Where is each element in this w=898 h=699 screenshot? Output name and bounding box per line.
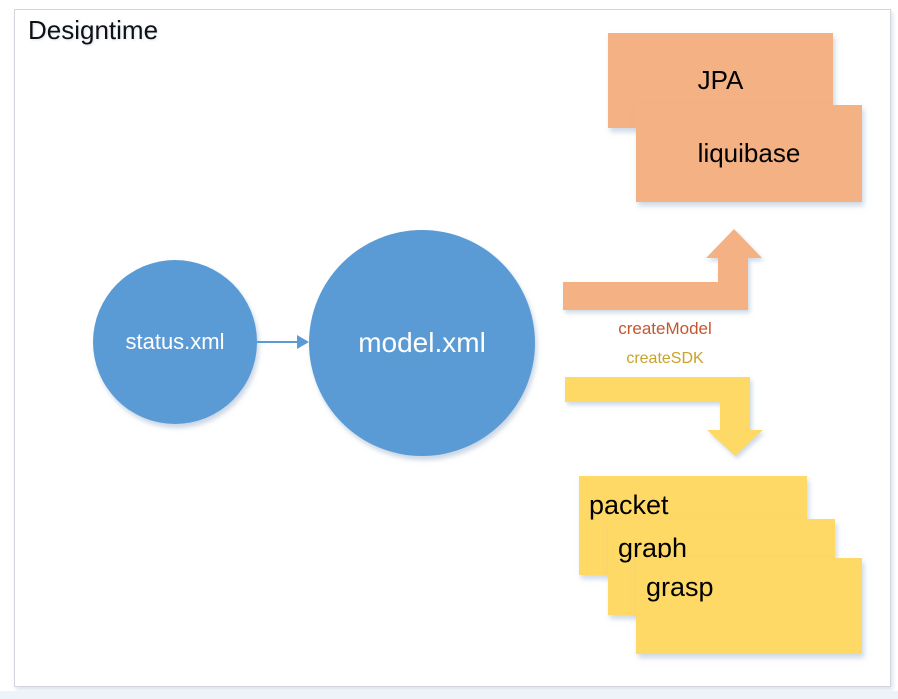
packet-label: packet (589, 490, 669, 520)
jpa-label: JPA (697, 65, 744, 95)
grasp-box: grasp (636, 558, 862, 654)
model-xml-node: model.xml (309, 230, 535, 456)
liquibase-box: liquibase (636, 105, 862, 202)
status-xml-node: status.xml (93, 260, 257, 424)
create-sdk-label: createSDK (626, 350, 704, 367)
page-edge-strip (0, 691, 898, 699)
create-model-label: createModel (618, 319, 712, 338)
grasp-label: grasp (646, 572, 714, 602)
diagram-title: Designtime (28, 15, 159, 45)
liquibase-label: liquibase (697, 138, 801, 168)
status-xml-label: status.xml (125, 329, 225, 354)
model-xml-label: model.xml (358, 327, 486, 358)
